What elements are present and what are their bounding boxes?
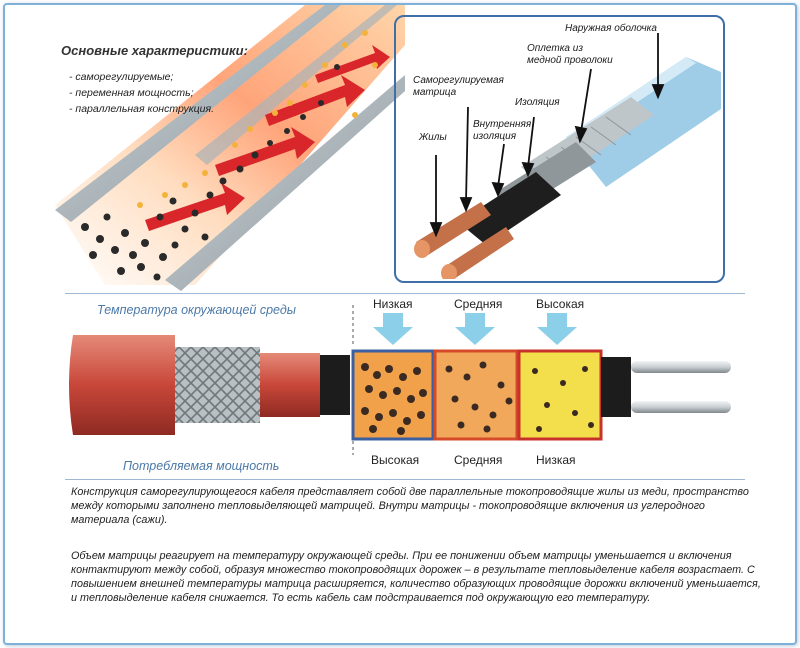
label-outer-sheath: Наружная оболочка bbox=[565, 23, 657, 34]
power-high: Высокая bbox=[371, 453, 420, 467]
cable-layers-illustration bbox=[414, 57, 721, 279]
label-matrix-line2: матрица bbox=[413, 87, 457, 98]
temperature-medium: Средняя bbox=[454, 297, 503, 311]
diagram-frame: Основные характеристики: - саморегулируе… bbox=[3, 3, 797, 645]
label-braid-line1: Оплетка из bbox=[527, 43, 583, 54]
label-cores: Жилы bbox=[419, 132, 447, 143]
power-consumption-label: Потребляемая мощность bbox=[123, 459, 280, 473]
description-paragraph-2: Объем матрицы реагирует на температуру о… bbox=[71, 550, 761, 604]
section-divider bbox=[65, 293, 745, 294]
power-medium: Средняя bbox=[454, 453, 503, 467]
layer-pointer-arrows bbox=[429, 33, 665, 238]
power-low: Низкая bbox=[536, 453, 576, 467]
label-inner-insulation-line1: Внутренняя bbox=[473, 119, 532, 130]
ambient-temperature-label: Температура окружающей среды bbox=[97, 303, 296, 317]
feature-item: - параллельная конструкция. bbox=[69, 103, 215, 115]
temperature-low: Низкая bbox=[373, 297, 413, 311]
temperature-high: Высокая bbox=[536, 297, 585, 311]
cable-cross-section-illustration bbox=[69, 305, 731, 455]
section-divider bbox=[65, 479, 745, 480]
label-insulation: Изоляция bbox=[515, 97, 560, 108]
label-inner-insulation-line2: изоляция bbox=[473, 131, 517, 142]
cable-layers-inset bbox=[394, 15, 725, 283]
description-paragraph-1: Конструкция саморегулирующегося кабеля п… bbox=[71, 486, 749, 526]
cable-cutaway-illustration bbox=[55, 5, 405, 291]
label-braid-line2: медной проволоки bbox=[527, 55, 613, 66]
feature-item: - саморегулируемые; bbox=[69, 71, 174, 83]
features-heading: Основные характеристики: bbox=[61, 43, 248, 58]
feature-item: - переменная мощность; bbox=[69, 87, 194, 99]
label-matrix-line1: Саморегулируемая bbox=[413, 75, 504, 86]
